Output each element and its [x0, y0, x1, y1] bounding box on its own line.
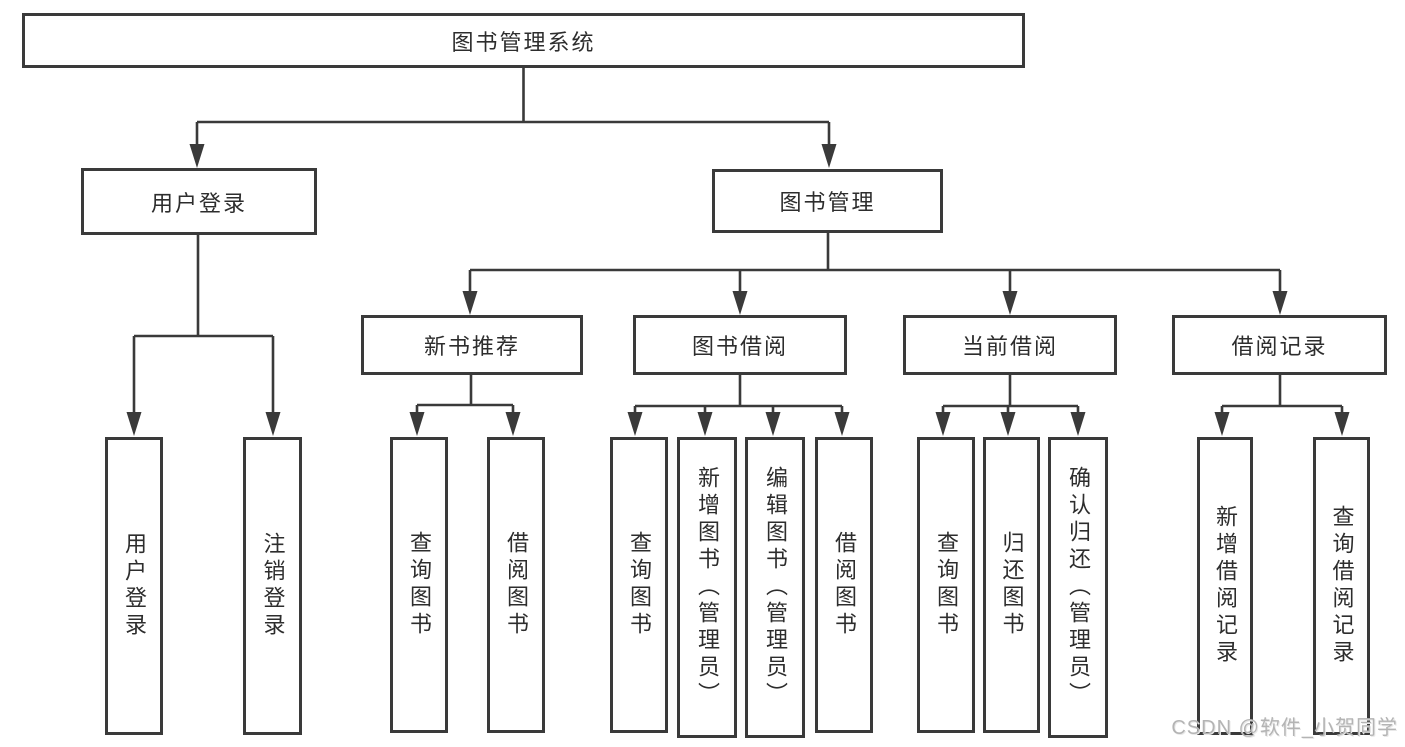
node-confirm-return-admin: 确认归还（管理员） [1048, 437, 1108, 738]
node-user-login: 用户登录 [81, 168, 317, 235]
node-logout: 注销登录 [243, 437, 302, 735]
node-current-borrowing: 当前借阅 [903, 315, 1117, 375]
node-borrow-books-recommend: 借阅图书 [487, 437, 545, 733]
node-query-books-recommend: 查询图书 [390, 437, 448, 733]
node-label: 归还图书 [999, 531, 1025, 639]
node-label: 编辑图书（管理员） [763, 466, 788, 709]
node-query-books-borrow: 查询图书 [610, 437, 668, 733]
node-edit-book-admin: 编辑图书（管理员） [745, 437, 805, 738]
node-label: 新增图书（管理员） [695, 466, 720, 709]
node-label: 注销登录 [260, 532, 286, 640]
node-label: 查询图书 [627, 531, 652, 639]
node-label: 查询图书 [407, 531, 432, 639]
node-user-login-action: 用户登录 [105, 437, 163, 735]
node-label: 查询图书 [934, 531, 959, 639]
node-label: 用户登录 [122, 532, 147, 640]
node-label: 查询借阅记录 [1329, 505, 1355, 667]
node-label: 借阅图书 [504, 531, 529, 639]
node-library-management-system: 图书管理系统 [22, 13, 1025, 68]
node-label: 借阅图书 [832, 531, 857, 639]
node-new-book-recommendation: 新书推荐 [361, 315, 583, 375]
node-book-management: 图书管理 [712, 169, 943, 233]
node-query-borrow-record: 查询借阅记录 [1313, 437, 1370, 735]
node-add-book-admin: 新增图书（管理员） [677, 437, 737, 738]
node-borrowing-records: 借阅记录 [1172, 315, 1387, 375]
node-query-books-current: 查询图书 [917, 437, 975, 733]
node-label: 确认归还（管理员） [1066, 466, 1091, 709]
node-book-borrowing: 图书借阅 [633, 315, 847, 375]
node-return-books: 归还图书 [983, 437, 1040, 733]
csdn-watermark: CSDN @软件_小贺同学 [1171, 717, 1398, 739]
node-add-borrow-record: 新增借阅记录 [1197, 437, 1253, 735]
node-borrow-books: 借阅图书 [815, 437, 873, 733]
node-label: 新增借阅记录 [1213, 505, 1238, 667]
